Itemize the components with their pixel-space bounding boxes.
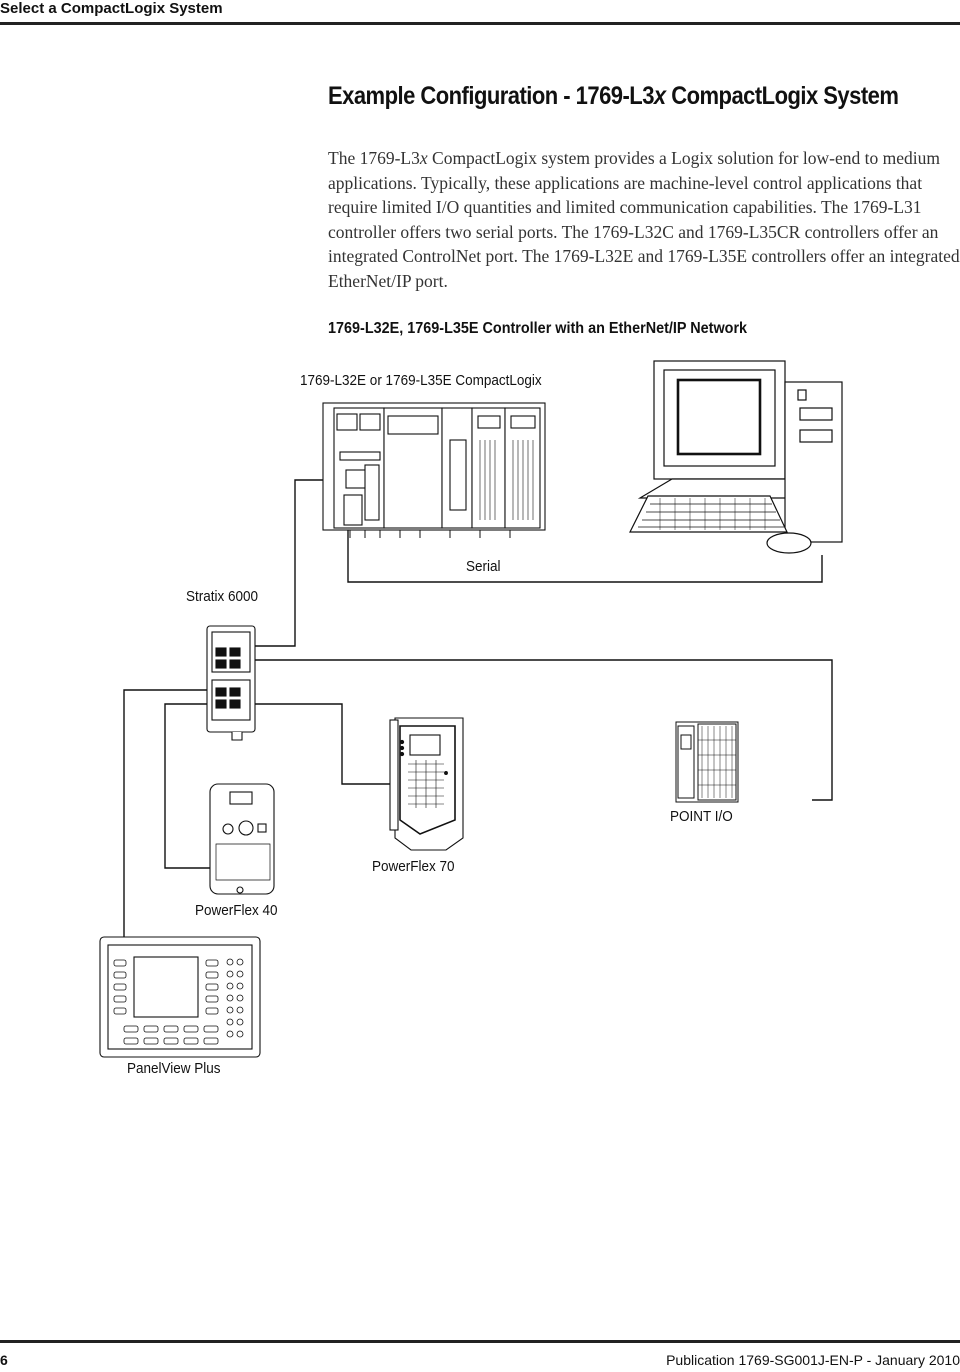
compactlogix-controller [322, 402, 546, 538]
ethernet-line-pf70 [252, 703, 390, 785]
powerflex-70-label: PowerFlex 70 [372, 858, 455, 875]
page-title: Example Configuration - 1769-L3x Compact… [328, 82, 899, 111]
intro-paragraph: The 1769-L3x CompactLogix system provide… [328, 146, 960, 294]
publication-info: Publication 1769-SG001J-EN-P - January 2… [666, 1352, 960, 1368]
serial-label: Serial [466, 558, 501, 575]
header-rule [0, 22, 960, 25]
powerflex-40-drive [209, 783, 275, 895]
stratix-6000-switch [206, 625, 256, 741]
serial-line [347, 528, 823, 583]
ethernet-line-pf40 [164, 703, 215, 869]
intro-part-x: x [419, 148, 428, 168]
figure-caption: 1769-L32E, 1769-L35E Controller with an … [328, 320, 748, 337]
ethernet-line-computer [252, 659, 833, 801]
powerflex-40-label: PowerFlex 40 [195, 902, 278, 919]
controller-label: 1769-L32E or 1769-L35E CompactLogix [300, 372, 542, 389]
title-suffix: CompactLogix System [665, 82, 899, 110]
point-io-label: POINT I/O [670, 808, 733, 825]
powerflex-70-drive [389, 717, 464, 851]
section-header: Select a CompactLogix System [0, 0, 223, 17]
panelview-label: PanelView Plus [127, 1060, 221, 1077]
computer-workstation [629, 360, 843, 554]
intro-part-b: CompactLogix system provides a Logix sol… [328, 148, 960, 291]
intro-part-a: The 1769-L3 [328, 148, 420, 168]
stratix-label: Stratix 6000 [186, 588, 259, 605]
panelview-plus-terminal [99, 936, 261, 1058]
point-io-module [675, 721, 739, 803]
page-number: 6 [0, 1352, 8, 1368]
title-x: x [653, 82, 666, 110]
title-prefix: Example Configuration - 1769-L3 [328, 82, 654, 110]
footer-rule [0, 1340, 960, 1343]
